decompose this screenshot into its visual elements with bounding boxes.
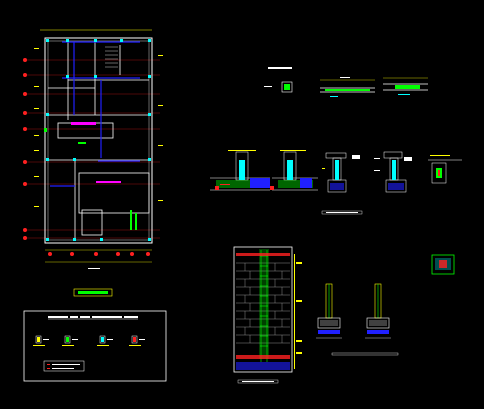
top-beam [236, 253, 290, 256]
wall-dimensions [294, 254, 302, 369]
detail-title-mark [268, 67, 292, 69]
small-detail-icon[interactable] [431, 254, 455, 275]
foundation-detail-1 [210, 150, 270, 191]
axis-bubble [23, 228, 27, 232]
wall-elevation[interactable] [233, 246, 302, 384]
icon-core [439, 260, 447, 268]
legend-frame [23, 310, 167, 382]
wall-title-box [237, 379, 279, 384]
foundation-details[interactable] [210, 150, 462, 215]
beam-section-2 [383, 77, 428, 95]
columns [46, 39, 151, 241]
title-frame [73, 288, 113, 297]
green-elements [44, 128, 137, 230]
small-column-section [264, 81, 293, 93]
wall-title-text [242, 381, 274, 382]
legend-box[interactable] [23, 310, 167, 382]
stairs [105, 46, 118, 68]
wall-footing [236, 362, 290, 370]
axis-bubble [23, 236, 27, 240]
footing-detail-2 [365, 283, 391, 339]
plan-scale-label [88, 268, 100, 269]
beams [50, 41, 140, 187]
outer-walls [44, 37, 153, 244]
axis-bubbles-bottom [48, 252, 150, 256]
foundation-detail-4 [374, 151, 412, 193]
footing-title-box [331, 352, 399, 356]
dimension-lines-bottom [45, 249, 152, 263]
floor-plan[interactable] [23, 29, 163, 269]
foundation-detail-3 [322, 152, 360, 193]
beam-section-1 [320, 77, 375, 97]
axis-bubble [23, 127, 27, 131]
legend-title-text [48, 316, 138, 318]
axis-bubble [23, 182, 27, 186]
masonry-pattern [236, 262, 290, 344]
detail-title-box [321, 210, 363, 215]
axis-bubble [23, 58, 27, 62]
detail-title-text [326, 212, 358, 213]
magenta-marks [71, 122, 121, 183]
axis-bubble [23, 73, 27, 77]
axis-bubbles-left [23, 58, 27, 240]
bottom-beam [236, 355, 290, 359]
title-bar [78, 291, 108, 294]
foundation-detail-2 [270, 150, 318, 191]
footing-detail-1 [316, 283, 342, 339]
axis-lines-horizontal [27, 59, 160, 239]
icon-frame [431, 254, 455, 275]
plan-title-box[interactable] [73, 288, 113, 297]
wall-column [259, 249, 269, 359]
legend-symbols [33, 335, 145, 346]
axis-bubble [23, 160, 27, 164]
wall-frame [233, 246, 293, 373]
section-details-top[interactable] [264, 67, 428, 97]
axis-bubble [23, 111, 27, 115]
footing-details[interactable] [316, 283, 399, 356]
legend-notes [43, 360, 85, 372]
axis-bubble [23, 92, 27, 96]
foundation-detail-5 [428, 155, 462, 184]
plan-tick-marks [34, 48, 163, 207]
